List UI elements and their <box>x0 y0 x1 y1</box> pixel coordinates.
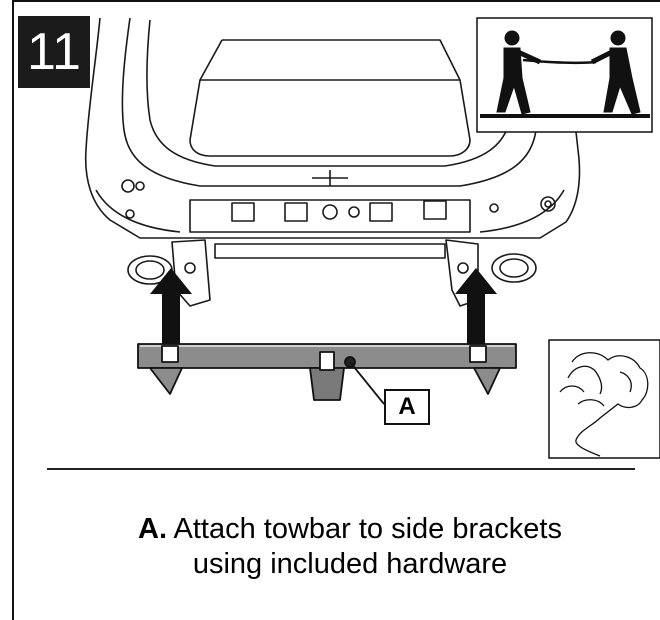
step-number-badge: 11 <box>18 16 90 88</box>
divider-line <box>47 468 635 470</box>
page-frame <box>12 0 660 620</box>
arrow-up-left <box>150 268 192 346</box>
instruction-line1-text: Attach towbar to side brackets <box>173 513 562 545</box>
arrow-up-right <box>455 268 497 346</box>
instruction-line-1: A. Attach towbar to side brackets <box>60 512 640 547</box>
callout-label-a: A <box>384 389 430 425</box>
two-person-lift-icon <box>476 17 653 133</box>
instruction-letter: A. <box>138 513 168 545</box>
instruction-line2-text: using included hardware <box>192 548 508 580</box>
instruction-text: A. Attach towbar to side brackets using … <box>60 512 640 582</box>
hand-tighten-icon <box>548 339 660 459</box>
